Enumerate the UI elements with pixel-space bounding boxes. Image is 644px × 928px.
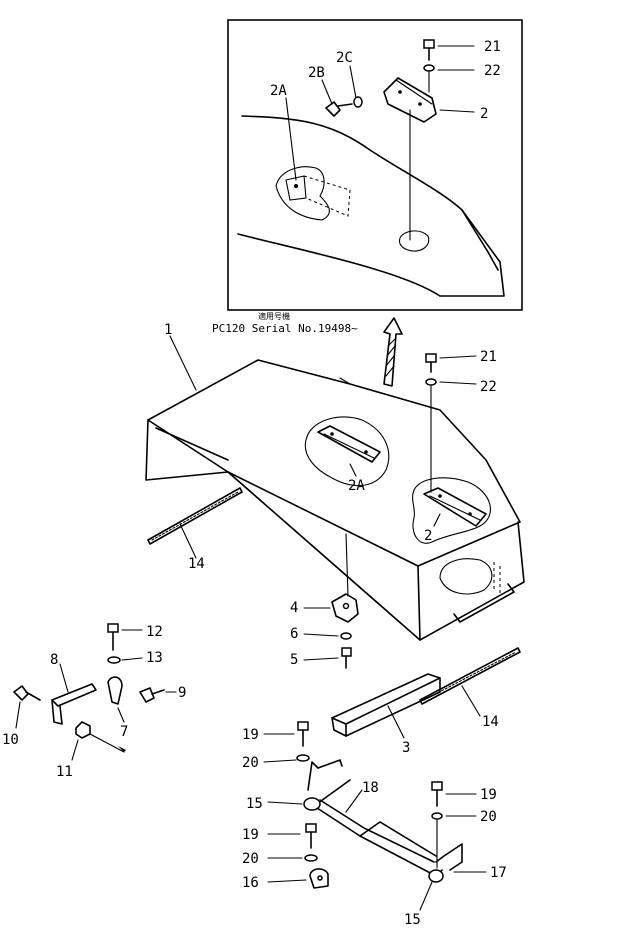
serial-note: PC120 Serial No.19498~ xyxy=(212,322,358,335)
cover-assembly xyxy=(145,335,525,641)
label-17: 17 xyxy=(490,865,507,881)
label-7: 7 xyxy=(120,724,128,740)
inset-label-2c: 2C xyxy=(336,50,353,66)
label-2a: 2A xyxy=(348,478,365,494)
label-14-right: 14 xyxy=(482,714,499,730)
label-19-mid: 19 xyxy=(242,827,259,843)
label-4: 4 xyxy=(290,600,298,616)
label-3: 3 xyxy=(402,740,410,756)
serial-note-jp: 適用号機 xyxy=(258,311,290,321)
rubber-strip-right xyxy=(419,647,521,717)
rubber-strip-left xyxy=(147,487,243,559)
label-2: 2 xyxy=(424,528,432,544)
label-20-right: 20 xyxy=(480,809,497,825)
label-10: 10 xyxy=(2,732,19,748)
inset-detail: 2A 2B 2C 21 22 2 xyxy=(227,19,523,311)
label-6: 6 xyxy=(290,626,298,642)
label-13: 13 xyxy=(146,650,163,666)
inset-label-2: 2 xyxy=(480,106,488,122)
label-19-right: 19 xyxy=(480,787,497,803)
latch-group xyxy=(13,623,177,761)
label-21: 21 xyxy=(480,349,497,365)
inset-label-2a: 2A xyxy=(270,83,287,99)
label-1: 1 xyxy=(164,322,172,338)
label-22: 22 xyxy=(480,379,497,395)
label-14-left: 14 xyxy=(188,556,205,572)
label-9: 9 xyxy=(178,685,186,701)
rod-assembly xyxy=(263,721,487,911)
callout-labels: 1 21 22 2A 2 14 4 6 5 12 13 8 9 7 10 11 … xyxy=(2,322,507,928)
label-15-bottom: 15 xyxy=(404,912,421,928)
label-15-left: 15 xyxy=(246,796,263,812)
label-5: 5 xyxy=(290,652,298,668)
label-18: 18 xyxy=(362,780,379,796)
label-16: 16 xyxy=(242,875,259,891)
inset-label-21: 21 xyxy=(484,39,501,55)
reference-arrow xyxy=(383,317,403,387)
label-12: 12 xyxy=(146,624,163,640)
bracket-bar xyxy=(331,673,441,739)
bracket-group xyxy=(303,533,359,669)
inset-label-22: 22 xyxy=(484,63,501,79)
label-20-mid: 20 xyxy=(242,851,259,867)
label-11: 11 xyxy=(56,764,73,780)
label-19-top: 19 xyxy=(242,727,259,743)
label-20-top: 20 xyxy=(242,755,259,771)
inset-label-2b: 2B xyxy=(308,65,325,81)
label-8: 8 xyxy=(50,652,58,668)
